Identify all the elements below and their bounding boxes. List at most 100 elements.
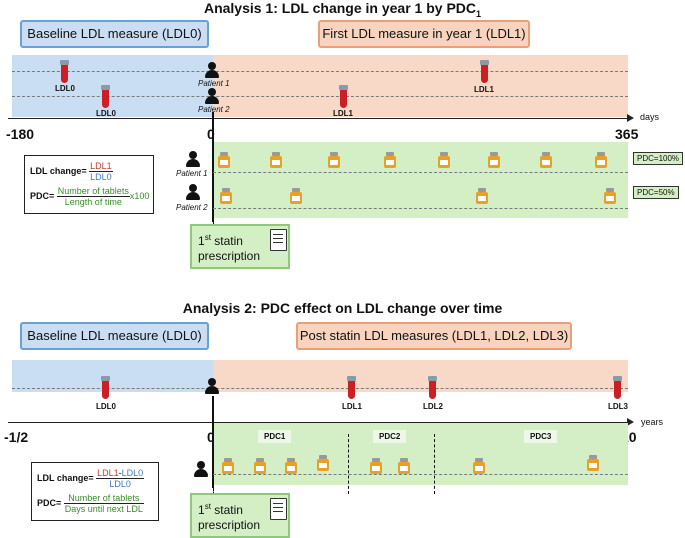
a1-pdc-numerator: Number of tablets (56, 186, 130, 197)
a2-prescription-document-icon (270, 498, 287, 520)
a1-p1-pill-bottle-icon (218, 152, 230, 168)
a2-time-axis (8, 422, 628, 423)
a1-p1-ldl1-tube-icon (480, 60, 489, 83)
a1-statin-ordinal-suffix: st (204, 233, 211, 242)
a2-ldl-change-numerator-a: LDL1 (97, 468, 119, 478)
a1-ldl-change-label: LDL change= (30, 165, 87, 176)
a2-pill-bottle-icon (473, 458, 485, 474)
a2-pdc-denominator: Days until next LDL (64, 504, 143, 514)
a1-statin-ordinal: 1 (198, 234, 205, 248)
a1-ldl-change-numerator: LDL1 (89, 161, 113, 172)
analysis1-title-subscript: 1 (476, 8, 482, 19)
analysis1-title: Analysis 1: LDL change in year 1 by PDC1 (203, 0, 482, 19)
a2-pdc-numerator: Number of tablets (63, 493, 144, 504)
a2-ldl-change-label: LDL change= (37, 472, 94, 483)
a1-pdc-50-badge: PDC=50% (633, 186, 679, 199)
a1-followup-band (213, 55, 628, 117)
a1-p1-pill-bottle-icon (438, 152, 450, 168)
a2-ldl-change-numerator-sep: - (118, 468, 122, 478)
a2-axis-arrowhead (627, 418, 634, 426)
a1-p1-ldl0-label: LDL0 (55, 84, 75, 93)
a2-ldl1-label: LDL1 (342, 402, 362, 411)
a1-zero-marker (212, 112, 214, 222)
a1-patient1-label: Patient 1 (198, 79, 230, 88)
a2-tick-start: -1/2 (4, 429, 29, 445)
a1-adherence-patient2-icon (186, 184, 200, 200)
a1-adherence-patient2-label: Patient 2 (176, 203, 208, 212)
a2-adherence-line (213, 474, 628, 475)
a1-tick-zero: 0 (207, 126, 215, 142)
a2-statin-line2: prescription (198, 518, 261, 532)
a2-statin-word: statin (210, 503, 243, 517)
a2-ldl2-label: LDL2 (423, 402, 443, 411)
a2-pdc1-label: PDC1 (258, 430, 292, 443)
a2-ldl0-label: LDL0 (96, 402, 116, 411)
a2-post-statin-header: Post statin LDL measures (LDL1, LDL2, LD… (296, 322, 572, 350)
a1-patient2-label: Patient 2 (198, 105, 230, 114)
a1-axis-arrowhead (627, 114, 634, 122)
a2-pdc3-label: PDC3 (524, 430, 558, 443)
analysis2-title: Analysis 2: PDC effect on LDL change ove… (182, 300, 503, 316)
a2-ldl-change-numerator-b: LDL0 (121, 468, 144, 478)
a2-pill-bottle-icon (317, 455, 329, 471)
a1-patient2-person-icon (205, 88, 219, 104)
a1-pdc-multiplier: x100 (129, 190, 150, 201)
a1-p1-pill-bottle-icon (540, 152, 552, 168)
a1-statin-line2: prescription (198, 249, 261, 263)
a2-axis-unit: years (641, 417, 664, 427)
a1-p2-ldl0-tube-icon (101, 85, 110, 108)
a1-p1-pill-bottle-icon (488, 152, 500, 168)
a1-tick-start: -180 (6, 126, 35, 142)
a2-baseline-header: Baseline LDL measure (LDL0) (20, 322, 209, 350)
a2-pdc-divider-1 (348, 434, 349, 494)
a2-statin-ordinal: 1 (198, 503, 205, 517)
a1-adherence-patient1-label: Patient 1 (176, 169, 208, 178)
a2-ldl2-tube-icon (428, 376, 437, 399)
a1-patient2-line (12, 96, 628, 97)
a2-pdc2-label: PDC2 (373, 430, 407, 443)
a1-pdc-denominator: Length of time (64, 197, 122, 207)
a1-p1-pill-bottle-icon (328, 152, 340, 168)
a1-p1-ldl1-label: LDL1 (474, 85, 494, 94)
a2-ldl3-tube-icon (613, 376, 622, 399)
a2-tick-zero: 0 (207, 429, 215, 445)
a2-ldl0-tube-icon (101, 376, 110, 399)
a1-patient1-line (12, 71, 628, 72)
a1-time-axis (8, 118, 628, 119)
a2-pill-bottle-icon (587, 455, 599, 471)
a2-pill-bottle-icon (222, 458, 234, 474)
a1-adherence-band (213, 142, 628, 218)
a1-p2-pill-bottle-icon (290, 188, 302, 204)
a2-pill-bottle-icon (254, 458, 266, 474)
a1-p1-pill-bottle-icon (384, 152, 396, 168)
a1-adherence-patient1-icon (186, 151, 200, 167)
a2-adherence-patient-icon (194, 461, 208, 477)
a1-tick-end: 365 (615, 126, 639, 142)
a2-followup-band (213, 360, 628, 392)
a2-pill-bottle-icon (370, 458, 382, 474)
a2-ldl-change-denominator: LDL0 (109, 479, 131, 489)
a1-p1-pill-bottle-icon (595, 152, 607, 168)
a2-patient-person-icon (205, 378, 219, 394)
a2-statin-ordinal-suffix: st (204, 502, 211, 511)
a1-p2-pill-bottle-icon (476, 188, 488, 204)
a1-p2-ldl1-label: LDL1 (333, 109, 353, 118)
a1-p2-pill-bottle-icon (220, 188, 232, 204)
a2-pill-bottle-icon (398, 458, 410, 474)
a1-first-ldl-header: First LDL measure in year 1 (LDL1) (318, 20, 530, 48)
a2-zero-marker (212, 396, 214, 488)
a2-ldl1-tube-icon (347, 376, 356, 399)
a1-statin-word: statin (210, 234, 243, 248)
a2-baseline-band (12, 360, 213, 392)
a2-pill-bottle-icon (285, 458, 297, 474)
